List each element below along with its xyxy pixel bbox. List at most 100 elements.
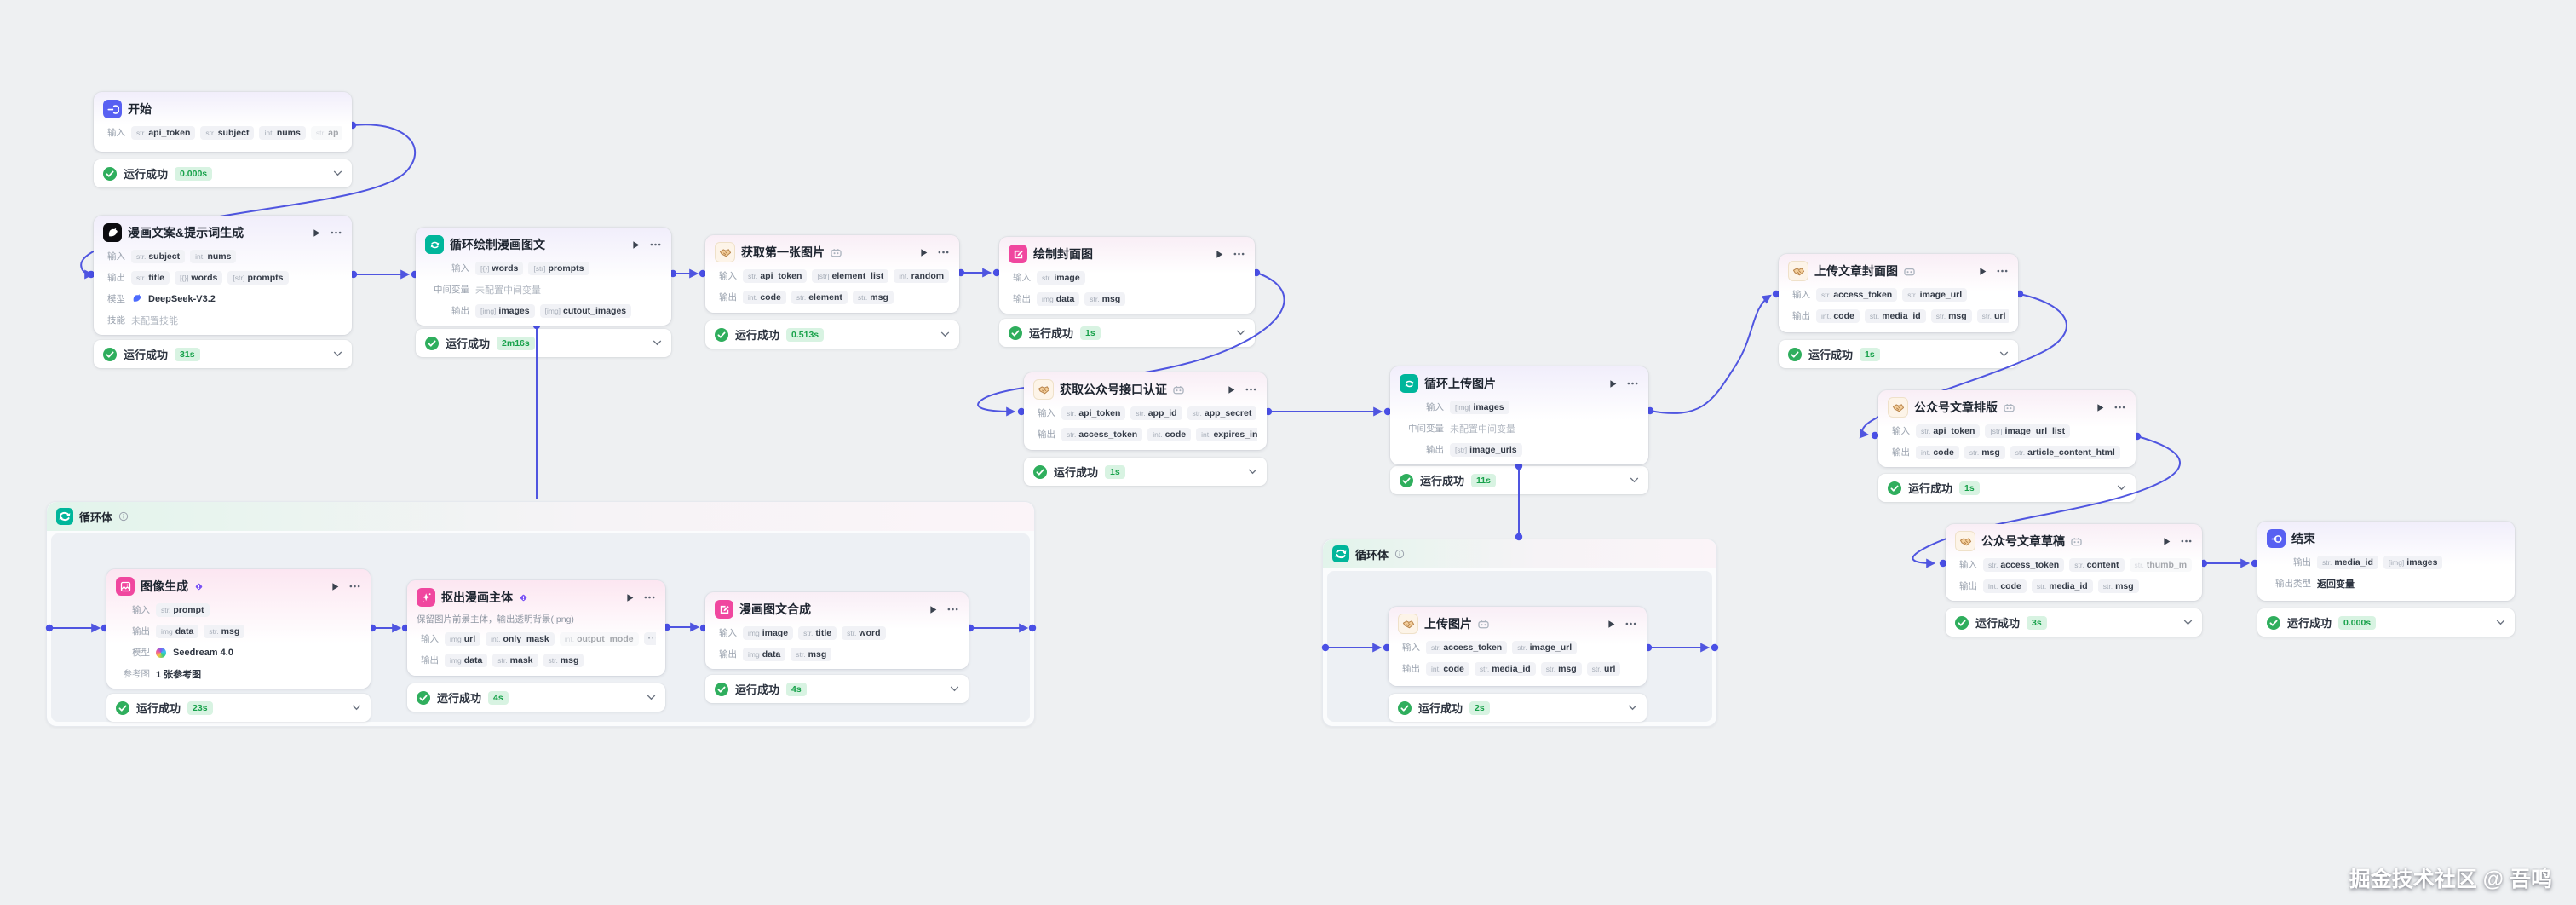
chevron-down-icon[interactable] bbox=[1248, 469, 1257, 475]
param-badges: str.api_tokenstr.subjectint.numsstr.ap··… bbox=[131, 125, 342, 140]
node-title: 上传文章封面图 bbox=[1814, 264, 1898, 278]
chevron-down-icon[interactable] bbox=[1630, 477, 1639, 483]
run-status-text: 运行成功 bbox=[2287, 617, 2332, 630]
chevron-down-icon[interactable] bbox=[647, 695, 656, 700]
run-node-button[interactable] bbox=[1224, 383, 1238, 396]
param-type: int. bbox=[748, 292, 758, 302]
param-row-label: 输入 bbox=[1402, 643, 1420, 653]
more-button[interactable] bbox=[2179, 534, 2193, 548]
more-button[interactable] bbox=[1232, 247, 1245, 261]
check-circle-icon bbox=[1955, 615, 1969, 630]
run-node-button[interactable] bbox=[309, 226, 323, 239]
param-badge: str.media_id bbox=[1474, 661, 1536, 676]
param-type: str. bbox=[1517, 643, 1527, 652]
chevron-down-icon[interactable] bbox=[333, 351, 342, 357]
param-name: msg bbox=[1101, 293, 1121, 304]
chevron-down-icon[interactable] bbox=[940, 331, 950, 337]
more-button[interactable] bbox=[1624, 617, 1637, 631]
param-name: nums bbox=[276, 127, 301, 138]
param-badge: str.access_token bbox=[1061, 427, 1143, 441]
more-button[interactable] bbox=[348, 579, 361, 593]
param-badge: int.code bbox=[1983, 579, 2027, 593]
param-badge: str.msg bbox=[791, 647, 832, 661]
more-button[interactable] bbox=[936, 245, 950, 259]
chevron-down-icon[interactable] bbox=[2183, 620, 2193, 625]
run-node-button[interactable] bbox=[2159, 534, 2173, 548]
more-button[interactable] bbox=[1244, 383, 1257, 396]
more-button[interactable] bbox=[642, 591, 656, 604]
run-node-button[interactable] bbox=[629, 238, 642, 251]
param-type: str. bbox=[2036, 581, 2047, 591]
run-node-button[interactable] bbox=[917, 245, 930, 259]
run-node-button[interactable] bbox=[623, 591, 636, 604]
param-type: str. bbox=[2102, 581, 2113, 591]
chevron-down-icon[interactable] bbox=[950, 686, 959, 692]
run-node-button[interactable] bbox=[926, 602, 940, 616]
param-type: str. bbox=[548, 655, 558, 665]
run-node-button[interactable] bbox=[328, 579, 342, 593]
more-button[interactable] bbox=[946, 602, 959, 616]
more-button[interactable] bbox=[2113, 401, 2126, 414]
param-row-label: 输入 bbox=[1959, 560, 1977, 570]
node-title-row: 绘制封面图 bbox=[1009, 244, 1245, 264]
more-button[interactable] bbox=[1995, 264, 2009, 278]
run-node-button[interactable] bbox=[1606, 377, 1619, 390]
info-icon[interactable] bbox=[118, 511, 129, 522]
run-node-button[interactable] bbox=[1212, 247, 1226, 261]
param-name: prompts bbox=[247, 272, 284, 283]
check-circle-icon bbox=[715, 327, 728, 342]
param-type: str. bbox=[1067, 429, 1077, 439]
param-name: image_urls bbox=[1469, 444, 1517, 455]
param-type: str. bbox=[1090, 294, 1100, 303]
chevron-down-icon[interactable] bbox=[1628, 705, 1637, 711]
more-button[interactable] bbox=[1625, 377, 1639, 390]
param-type: str. bbox=[1067, 408, 1077, 418]
run-node-button[interactable] bbox=[1975, 264, 1989, 278]
chevron-down-icon[interactable] bbox=[2496, 620, 2505, 625]
plugin-badge-icon bbox=[2071, 537, 2082, 546]
info-icon[interactable] bbox=[1394, 549, 1405, 559]
param-name: images bbox=[498, 305, 530, 316]
plugin-badge-icon bbox=[2004, 403, 2015, 412]
overflow-params-badge[interactable]: ··· bbox=[643, 632, 656, 645]
chevron-down-icon[interactable] bbox=[352, 705, 361, 711]
param-badge: str.title bbox=[798, 625, 837, 640]
run-node-button[interactable] bbox=[1604, 617, 1618, 631]
run-node-button[interactable] bbox=[2093, 401, 2107, 414]
more-button[interactable] bbox=[648, 238, 662, 251]
param-row-label: 输入 bbox=[107, 251, 125, 262]
diamond-badge-icon bbox=[194, 582, 204, 591]
param-badge: int.output_mode bbox=[559, 631, 639, 646]
more-button[interactable] bbox=[329, 226, 342, 239]
chevron-down-icon[interactable] bbox=[653, 340, 662, 346]
